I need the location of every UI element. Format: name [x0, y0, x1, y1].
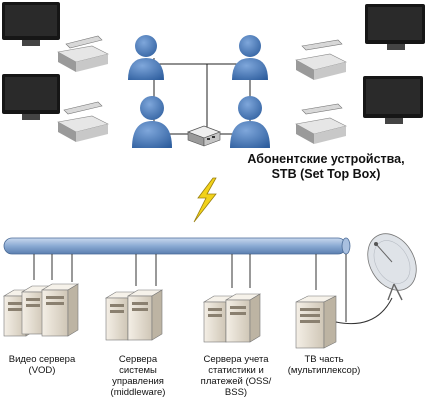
set-top-box-icon — [295, 53, 347, 80]
tv-icon — [2, 2, 60, 46]
tv-icon — [365, 4, 425, 50]
tv-icon — [363, 76, 423, 124]
remote-icon — [65, 35, 103, 49]
subscriber-devices-caption: Абонентские устройства, STB (Set Top Box… — [226, 152, 426, 182]
set-top-box-icon — [57, 45, 109, 72]
middleware-servers-label: Сервера системы управления (middleware) — [98, 354, 178, 398]
remote-icon — [63, 101, 103, 115]
vod-servers-label: Видео сервера (VOD) — [2, 354, 82, 376]
tv-part-label-line2: (мультиплексор) — [287, 365, 361, 376]
oss-bss-servers-label: Сервера учета статистики и платежей (OSS… — [194, 354, 278, 398]
tv-icon — [2, 74, 60, 120]
server-links — [33, 254, 347, 322]
server-icon — [224, 293, 262, 343]
middleware-label-line3: управления — [112, 376, 164, 387]
subscriber-caption-line1: Абонентские устройства, — [247, 152, 405, 166]
tv-part-label-line1: ТВ часть — [304, 354, 344, 365]
satellite-dish-icon — [367, 233, 417, 301]
middleware-label-line1: Сервера — [118, 354, 158, 365]
middleware-label-line2: системы — [119, 365, 157, 376]
set-top-box-icon — [57, 115, 109, 142]
oss-label-line1: Сервера учета — [203, 354, 269, 365]
vod-label-line2: (VOD) — [28, 365, 56, 376]
user-icon — [128, 35, 164, 80]
tv-part-label: ТВ часть (мультиплексор) — [282, 354, 366, 376]
set-top-box-icon — [295, 117, 347, 144]
oss-label-line3: платежей (OSS/ — [200, 376, 272, 387]
dish-cable — [335, 297, 393, 325]
subscriber-caption-line2: STB (Set Top Box) — [271, 167, 381, 181]
server-icon — [40, 283, 80, 337]
vod-label-line1: Видео сервера — [8, 354, 76, 365]
server-icon — [295, 295, 337, 349]
oss-label-line4: BSS) — [224, 387, 248, 398]
server-icon — [126, 289, 164, 341]
oss-label-line2: статистики и — [208, 365, 264, 376]
user-icon — [232, 35, 268, 80]
remote-icon — [301, 39, 343, 51]
user-icon — [230, 96, 270, 148]
backbone-bus — [3, 237, 351, 255]
lightning-icon — [193, 177, 217, 223]
middleware-label-line4: (middleware) — [110, 387, 166, 398]
switch-icon — [186, 125, 222, 147]
remote-icon — [301, 103, 343, 115]
user-icon — [132, 96, 172, 148]
